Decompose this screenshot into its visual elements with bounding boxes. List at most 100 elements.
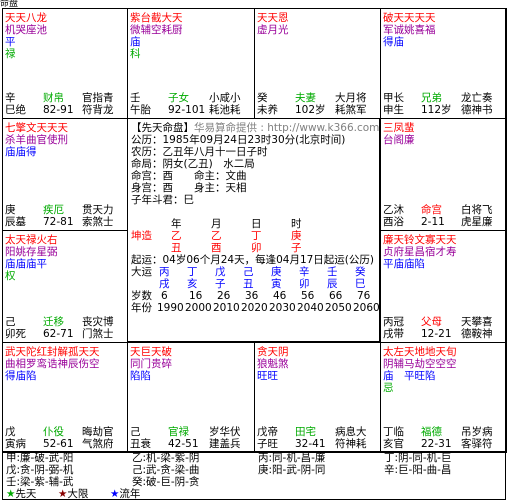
palace-stem: 辛 <box>5 92 16 104</box>
dayun-branches-cell: 辰 <box>327 278 338 290</box>
pillar-heads-cell: 时 <box>291 218 302 230</box>
years-row-label: 年份 <box>131 302 152 314</box>
palace-range: 102岁 <box>295 104 326 116</box>
palace-stars-line: 忌 <box>383 382 394 394</box>
dayun-stems-cell: 庚 <box>271 266 282 278</box>
palace-stars-line: 科 <box>130 48 141 60</box>
palace-shensha: 耗池耗 <box>209 104 241 116</box>
palace-stars-line: 阳姚存星弼 <box>5 246 58 258</box>
palace-branch: 午胎 <box>130 104 151 116</box>
palace-stars-line: 庙 平旺陷 <box>383 370 436 382</box>
palace-stars-line: 庙庙得 <box>5 146 37 158</box>
palace-minor-stars: 病息大 <box>335 426 367 438</box>
dayun-stems-cell: 丁 <box>187 266 198 278</box>
palace-branch: 酉浴 <box>383 216 404 228</box>
palace-range: 32-41 <box>295 438 326 450</box>
dayun-stems-cell: 己 <box>243 266 254 278</box>
palace-stars-line: 廉天铃文寡天天 <box>383 234 457 246</box>
ages-row-cell: 46 <box>273 290 287 302</box>
ages-row-cell: 66 <box>329 290 343 302</box>
center-line-shengong: 身宫：酉 身主：天相 <box>131 182 247 194</box>
center-line-lunar: 农历：乙丑年八月十一日子时 <box>131 146 268 158</box>
palace-stars-line: 贪天阴 <box>257 346 289 358</box>
palace-stars-line: 得庙陷 <box>5 370 37 382</box>
palace-stars-line: 虚月光 <box>257 24 289 36</box>
palace-branch: 未养 <box>257 104 278 116</box>
palace-shensha: 符神耗 <box>335 438 367 450</box>
palace-branch: 巳绝 <box>5 104 26 116</box>
palace-stars-line: 天天八龙 <box>5 12 47 24</box>
years-row-cell: 1990 <box>157 302 184 314</box>
sihua-entry: 戊:贪-阴-弼-机 <box>6 464 74 476</box>
center-header-suffix[interactable]: 华易算命提供 : http://www.k366.com <box>194 122 380 134</box>
palace-stem: 戊 <box>5 426 16 438</box>
palace-name: 官禄 <box>168 426 189 438</box>
palace-stars-line: 台阁廉 <box>383 134 415 146</box>
pillar-branches-cell: 丑 <box>171 242 182 254</box>
palace-stem: 乙沐 <box>383 204 404 216</box>
pillar-heads-row: 年月日时 <box>131 218 379 230</box>
palace-branch: 戌带 <box>383 328 404 340</box>
dayun-stems-cell: 壬 <box>327 266 338 278</box>
years-row-cell: 2010 <box>213 302 240 314</box>
palace-stars-line: 禄 <box>5 48 16 60</box>
palace-minor-stars: 白将飞 <box>461 204 493 216</box>
sihua-entry: 庚:阳-武-阴-同 <box>258 464 326 476</box>
pillar-branches-cell: 子 <box>291 242 302 254</box>
sihua-entry: 丙:同-机-昌-廉 <box>258 452 326 464</box>
palace-stem: 丙冠 <box>383 316 404 328</box>
sihua-row: 戊:贪-阴-弼-机己:武-贪-梁-曲庚:阳-武-阴-同辛:巨-阳-曲-昌 <box>6 464 505 476</box>
pillar-stems-cell: 乙 <box>211 230 222 242</box>
center-line-mingju: 命局：阴女(乙丑) 水二局 <box>131 158 255 170</box>
palace-branch: 亥官 <box>383 438 404 450</box>
palace-branch: 辰墓 <box>5 216 26 228</box>
palace-shensha: 索煞士 <box>82 216 114 228</box>
sihua-entry: 丁:阴-同-机-巨 <box>384 452 452 464</box>
palace-stars-line: 阴辅马劫空空空 <box>383 358 457 370</box>
years-row-cell: 2060 <box>353 302 380 314</box>
dayun-branches-row: 戌亥子丑寅卯辰巳 <box>131 278 379 290</box>
dayun-branches-cell: 戌 <box>159 278 170 290</box>
legend-label: 流年 <box>119 488 141 500</box>
pillar-heads-cell: 月 <box>211 218 222 230</box>
palace-stars-line: 天巨天破 <box>130 346 172 358</box>
palace-stars-line: 三凤蜚 <box>383 122 415 134</box>
dayun-stems-cell: 辛 <box>299 266 310 278</box>
dayun-branches-cell: 卯 <box>299 278 310 290</box>
legend-label: 先天 <box>15 488 37 500</box>
sihua-entry: 癸:破-巨-阴-贪 <box>132 476 200 488</box>
palace-name: 田宅 <box>295 426 316 438</box>
palace-branch: 寅病 <box>5 438 26 450</box>
palace-stars-line: 狼魁煞 <box>257 358 289 370</box>
center-header-prefix: 【先天命盘】 <box>131 122 194 134</box>
palace-stars-line: 庙庙庙平 <box>5 258 47 270</box>
years-row-cell: 2000 <box>185 302 212 314</box>
ages-row-cell: 6 <box>161 290 168 302</box>
palace-branch: 丑衰 <box>130 438 151 450</box>
palace-stars-line: 太天禄火右 <box>5 234 58 246</box>
palace-stars-line: 曲相罗鸾诰神辰伤空 <box>5 358 100 370</box>
legend-label: 大限 <box>67 488 89 500</box>
ages-row-cell: 76 <box>357 290 371 302</box>
years-row-cell: 2040 <box>297 302 324 314</box>
star-icon: ★ <box>110 488 120 500</box>
pillar-branches-cell: 酉 <box>211 242 222 254</box>
palace-stars-line: 贞府星昌宿才寿 <box>383 246 457 258</box>
palace-stars-line: 微辅空耗厨 <box>130 24 183 36</box>
pillar-heads-cell: 年 <box>171 218 182 230</box>
ages-row-cell: 16 <box>189 290 203 302</box>
center-panel: 【先天命盘】华易算命提供 : http://www.k366.com 公历：19… <box>127 118 380 342</box>
palace-stars-line: 旺旺 <box>257 370 278 382</box>
palace-stem: 己 <box>130 426 141 438</box>
palace-shensha: 客驿符 <box>461 438 493 450</box>
years-row-cell: 2050 <box>325 302 352 314</box>
palace-name: 仆役 <box>43 426 64 438</box>
palace-range: 82-91 <box>43 104 74 116</box>
dayun-branches-cell: 亥 <box>187 278 198 290</box>
dayun-branches-cell: 丑 <box>243 278 254 290</box>
